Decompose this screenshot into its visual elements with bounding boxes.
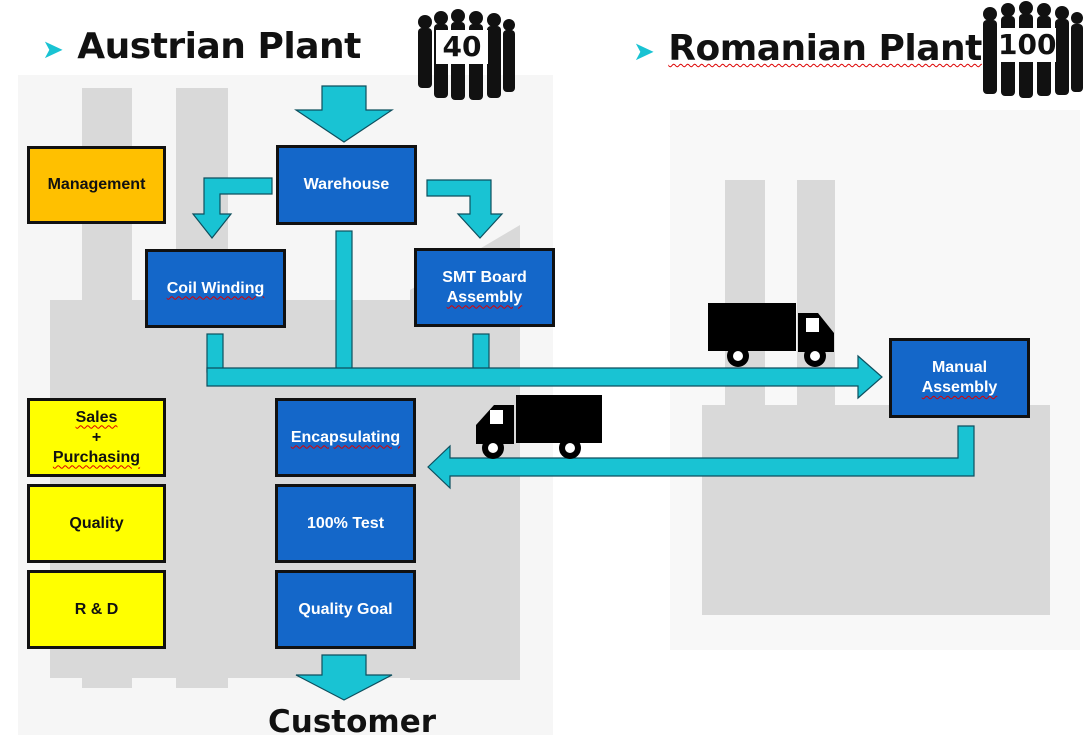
truck-icon <box>708 303 834 367</box>
arrow-to-customer <box>295 654 393 701</box>
arrow-into-warehouse <box>294 85 394 143</box>
encapsulating-box: Encapsulating <box>275 398 416 477</box>
romanian-staff-count: 100 <box>998 28 1057 62</box>
arrow-to-romanian-plant <box>206 354 883 400</box>
rnd-box: R & D <box>27 570 166 649</box>
quality-box: Quality <box>27 484 166 563</box>
austrian-staff-count: 40 <box>436 30 488 64</box>
chevron-bullet-icon: ➤ <box>633 37 655 67</box>
arrow-return-to-encapsulating <box>427 425 975 490</box>
customer-label: Customer <box>268 704 437 740</box>
sales-purchasing-box: Sales + Purchasing <box>27 398 166 477</box>
arrow-warehouse-to-smt <box>426 179 504 239</box>
flow-arrows <box>191 85 975 701</box>
warehouse-box: Warehouse <box>276 145 417 225</box>
arrow-warehouse-to-coil <box>191 177 273 239</box>
manual-assembly-box: Manual Assembly <box>889 338 1030 418</box>
management-box: Management <box>27 146 166 224</box>
romanian-plant-title: ➤Romanian Plant <box>633 28 982 69</box>
austrian-plant-title: ➤Austrian Plant <box>42 26 361 67</box>
arrow-smt-down <box>472 333 490 373</box>
smt-board-assembly-box: SMT Board Assembly <box>414 248 555 327</box>
coil-winding-box: Coil Winding <box>145 249 286 328</box>
arrow-warehouse-down <box>335 230 353 372</box>
quality-goal-box: Quality Goal <box>275 570 416 649</box>
chevron-bullet-icon: ➤ <box>42 35 64 65</box>
truck-icon <box>476 395 602 459</box>
test-box: 100% Test <box>275 484 416 563</box>
arrow-coil-down <box>206 333 224 373</box>
